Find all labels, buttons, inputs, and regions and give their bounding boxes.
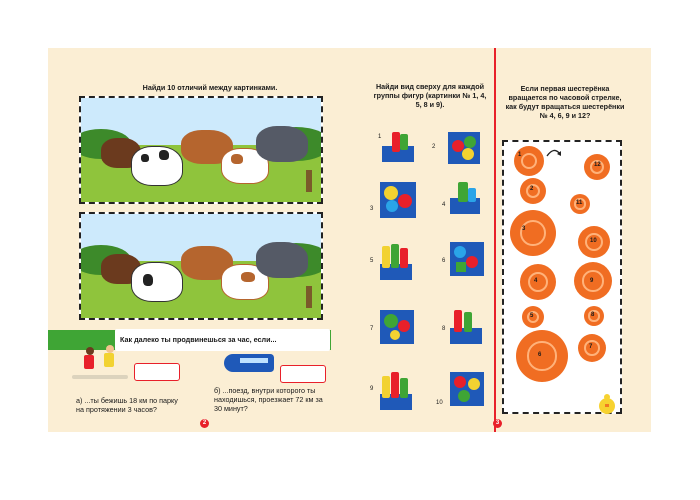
question-b-text: б) ...поезд, внутри которого ты находишь… [214,386,323,413]
figure-top-view [450,372,484,406]
figure-blocks [382,130,416,162]
gear-number: 8 [591,312,595,318]
figure-number: 2 [432,144,436,150]
distance-banner-text: Как далеко ты продвинешься за час, если.… [120,335,277,344]
gear-number: 11 [576,200,583,206]
scene-picture-top [79,96,323,204]
page-number-right: 3 [493,419,502,428]
page-number-left: 2 [200,419,209,428]
figure-number: 9 [370,386,374,392]
figure-number: 8 [442,326,446,332]
gear-number: 4 [534,278,538,284]
gear-number: 5 [530,313,534,319]
figure-top-view [380,182,416,218]
spot-difference-title: Найди 10 отличий между картинками. [142,83,278,92]
top-view-title: Найди вид сверху для каждой группы фигур… [373,82,487,109]
figure-number: 7 [370,326,374,332]
rotation-arrow-icon [545,146,563,160]
train-illustration [224,352,276,374]
figure-blocks [450,180,484,216]
figure-top-view [448,132,480,164]
gear-10 [578,226,610,258]
figures-grid: 1 2 3 4 5 6 7 8 [370,120,494,420]
gear-9 [574,262,612,300]
gear-question-title: Если первая шестерёнка вращается по часо… [505,84,625,120]
scene-picture-bottom [79,212,323,320]
page-divider-line [494,48,496,432]
figure-number: 1 [378,134,382,140]
gear-1 [514,146,544,176]
answer-box-a[interactable] [134,363,180,381]
gear-number: 1 [518,152,522,158]
gear-6 [516,330,568,382]
question-a-text: а) ...ты бежишь 18 км по парку на протяж… [76,396,178,414]
banner-label-box [115,329,330,351]
gear-4 [520,264,556,300]
gears-group: 1 12 2 11 3 10 4 9 5 8 6 7 [502,140,622,412]
figure-blocks [380,370,416,412]
figure-blocks [450,306,486,346]
figure-number: 10 [436,400,443,406]
figure-top-view [380,310,414,344]
figure-number: 6 [442,258,446,264]
middle-page-background [329,48,495,432]
gear-8 [584,306,604,326]
gear-11 [570,194,590,214]
gear-number: 9 [590,278,594,284]
figure-top-view [450,242,484,276]
gear-2 [520,178,546,204]
gear-number: 12 [594,162,601,168]
figure-blocks [380,242,416,282]
gear-5 [522,306,544,328]
figure-number: 5 [370,258,374,264]
gear-number: 10 [590,238,597,244]
gear-3 [510,210,556,256]
answer-box-b[interactable] [280,365,326,383]
runners-illustration [72,345,130,381]
gear-12 [584,154,610,180]
gear-number: 7 [589,344,593,350]
gear-number: 2 [530,186,534,192]
gear-number: 6 [538,352,542,358]
gear-number: 3 [522,226,526,232]
figure-number: 4 [442,202,446,208]
gear-7 [578,334,606,362]
figure-number: 3 [370,206,374,212]
chick-illustration [596,392,618,416]
